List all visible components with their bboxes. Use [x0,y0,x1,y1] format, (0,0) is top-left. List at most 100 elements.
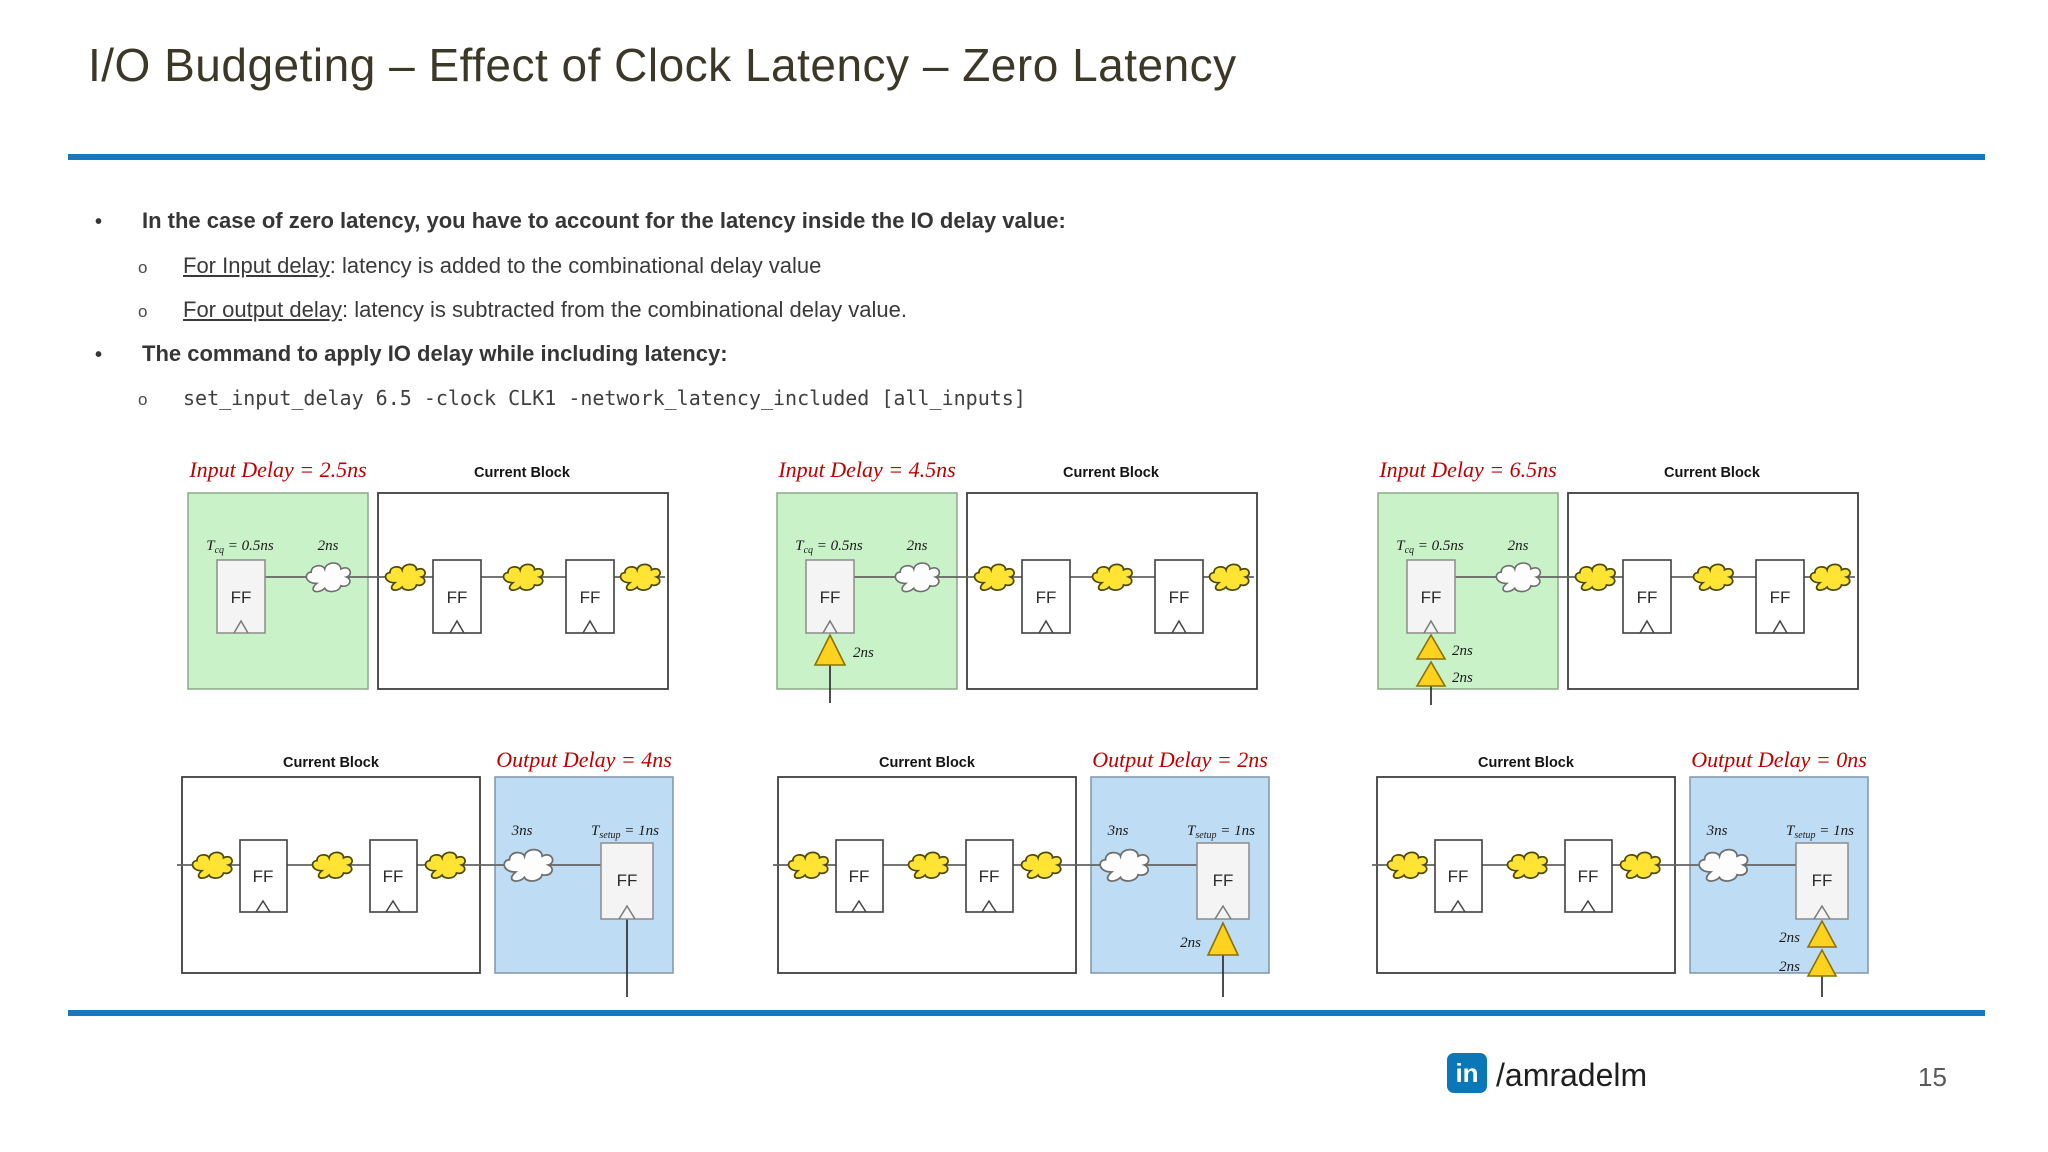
input-delay-diagram-3: Input Delay = 6.5ns Current Block 2ns 2n… [1377,457,1859,705]
tcq-label: Tcq = 0.5ns [1396,538,1464,556]
sub-bullet-code: o set_input_delay 6.5 -clock CLK1 -netwo… [138,386,1026,410]
ff-label: FF [820,588,841,607]
clock-buffer-icon [1206,921,1240,956]
input-delay-label: Input Delay = 4.5ns [777,457,955,482]
bullet-marker: • [95,211,103,233]
capture-flipflop: FF [600,842,654,920]
tsetup-label: Tsetup = 1ns [1786,823,1854,841]
current-block-box [1567,492,1859,690]
capture-flipflop: FF [1196,842,1250,920]
bullet-command: • The command to apply IO delay while in… [95,341,728,367]
bullet-text: In the case of zero latency, you have to… [142,208,1066,233]
current-block-label: Current Block [1664,465,1761,481]
current-block-box [377,492,669,690]
sub-bullet-marker: o [138,390,148,409]
current-block-label: Current Block [879,755,976,771]
bullet-zero-latency: • In the case of zero latency, you have … [95,208,1066,234]
cloud-delay-label: 3ns [1706,823,1728,839]
clock-buffer-icon [1415,660,1447,687]
input-delay-label: Input Delay = 6.5ns [1378,457,1556,482]
sub-bullet-text: For Input delay: latency is added to the… [183,253,821,279]
clock-notch-icon [1772,619,1788,634]
ff-label: FF [979,867,1000,886]
ff-label: FF [617,871,638,890]
ff-label: FF [1213,871,1234,890]
current-block-box [966,492,1258,690]
clock-notch-icon [1639,619,1655,634]
buffer-delay-label: 2ns [853,645,874,661]
clock-buffer-icon [1806,948,1838,977]
clock-notch-icon [1214,904,1232,920]
tcq-label: Tcq = 0.5ns [206,538,274,556]
underlined-phrase: For Input delay [183,253,330,278]
current-block-label: Current Block [474,465,571,481]
page-title: I/O Budgeting – Effect of Clock Latency … [88,39,1237,91]
cloud-delay-label: 2ns [1508,538,1529,554]
sub-bullet-output-delay: o For output delay: latency is subtracte… [138,297,907,323]
output-delay-label: Output Delay = 4ns [496,747,672,772]
clock-notch-icon [1813,904,1831,920]
clock-notch-icon [1038,619,1054,634]
output-delay-label: Output Delay = 0ns [1691,747,1867,772]
block-flipflop-1: FF [1021,559,1071,634]
current-block-label: Current Block [1063,465,1160,481]
clock-notch-icon [449,619,465,634]
block-flipflop-1: FF [1622,559,1672,634]
ff-label: FF [231,588,252,607]
clock-notch-icon [981,899,997,913]
clock-buffer-icon [1415,633,1447,660]
ff-label: FF [1036,588,1057,607]
ff-label: FF [253,867,274,886]
linkedin-handle[interactable]: /amradelm [1496,1057,1648,1093]
sub-bullet-text: For output delay: latency is subtracted … [183,297,907,323]
clock-notch-icon [1423,619,1439,634]
cloud-delay-label: 3ns [1107,823,1129,839]
clock-notch-icon [618,904,636,920]
current-block-label: Current Block [1478,755,1575,771]
buffer-delay-label: 2ns [1452,643,1473,659]
block-flipflop-1: FF [239,839,288,913]
ff-label: FF [383,867,404,886]
block-flipflop-2: FF [1755,559,1805,634]
tsetup-label: Tsetup = 1ns [591,823,659,841]
clock-notch-icon [233,619,249,634]
block-flipflop-2: FF [1154,559,1204,634]
block-flipflop-1: FF [1434,839,1483,913]
bullet-marker: • [95,344,103,366]
phrase-rest: : latency is added to the combinational … [329,253,822,278]
block-flipflop-1: FF [835,839,884,913]
capture-flipflop: FF [1795,842,1849,920]
output-delay-diagram-2: Current Block Output Delay = 2ns 2ns FF … [773,747,1270,997]
block-flipflop-1: FF [432,559,482,634]
input-delay-diagram-2: Input Delay = 4.5ns Current Block 2ns FF… [776,457,1258,703]
clock-notch-icon [822,619,838,634]
ff-label: FF [1637,588,1658,607]
ff-label: FF [1578,867,1599,886]
clock-notch-icon [582,619,598,634]
sub-bullet-input-delay: o For Input delay: latency is added to t… [138,253,821,279]
ff-label: FF [1770,588,1791,607]
ff-label: FF [1421,588,1442,607]
ff-label: FF [1169,588,1190,607]
input-delay-label: Input Delay = 2.5ns [188,457,366,482]
block-flipflop-2: FF [965,839,1014,913]
clock-notch-icon [1580,899,1596,913]
ff-label: FF [447,588,468,607]
source-flipflop: FF [216,559,266,634]
clock-buffer-icon [1806,919,1838,948]
underlined-phrase: For output delay [183,297,342,322]
clock-notch-icon [255,899,271,913]
ff-label: FF [849,867,870,886]
block-flipflop-2: FF [369,839,418,913]
ff-label: FF [1448,867,1469,886]
footer-divider-line [68,1010,1985,1016]
title-divider-line [68,154,1985,160]
output-delay-label: Output Delay = 2ns [1092,747,1268,772]
launch-region [187,492,369,690]
linkedin-icon[interactable]: in [1447,1053,1487,1093]
source-flipflop: FF [805,559,855,634]
buffer-delay-label: 2ns [1779,930,1800,946]
block-flipflop-2: FF [565,559,615,634]
launch-region [1377,492,1559,690]
clock-notch-icon [1171,619,1187,634]
